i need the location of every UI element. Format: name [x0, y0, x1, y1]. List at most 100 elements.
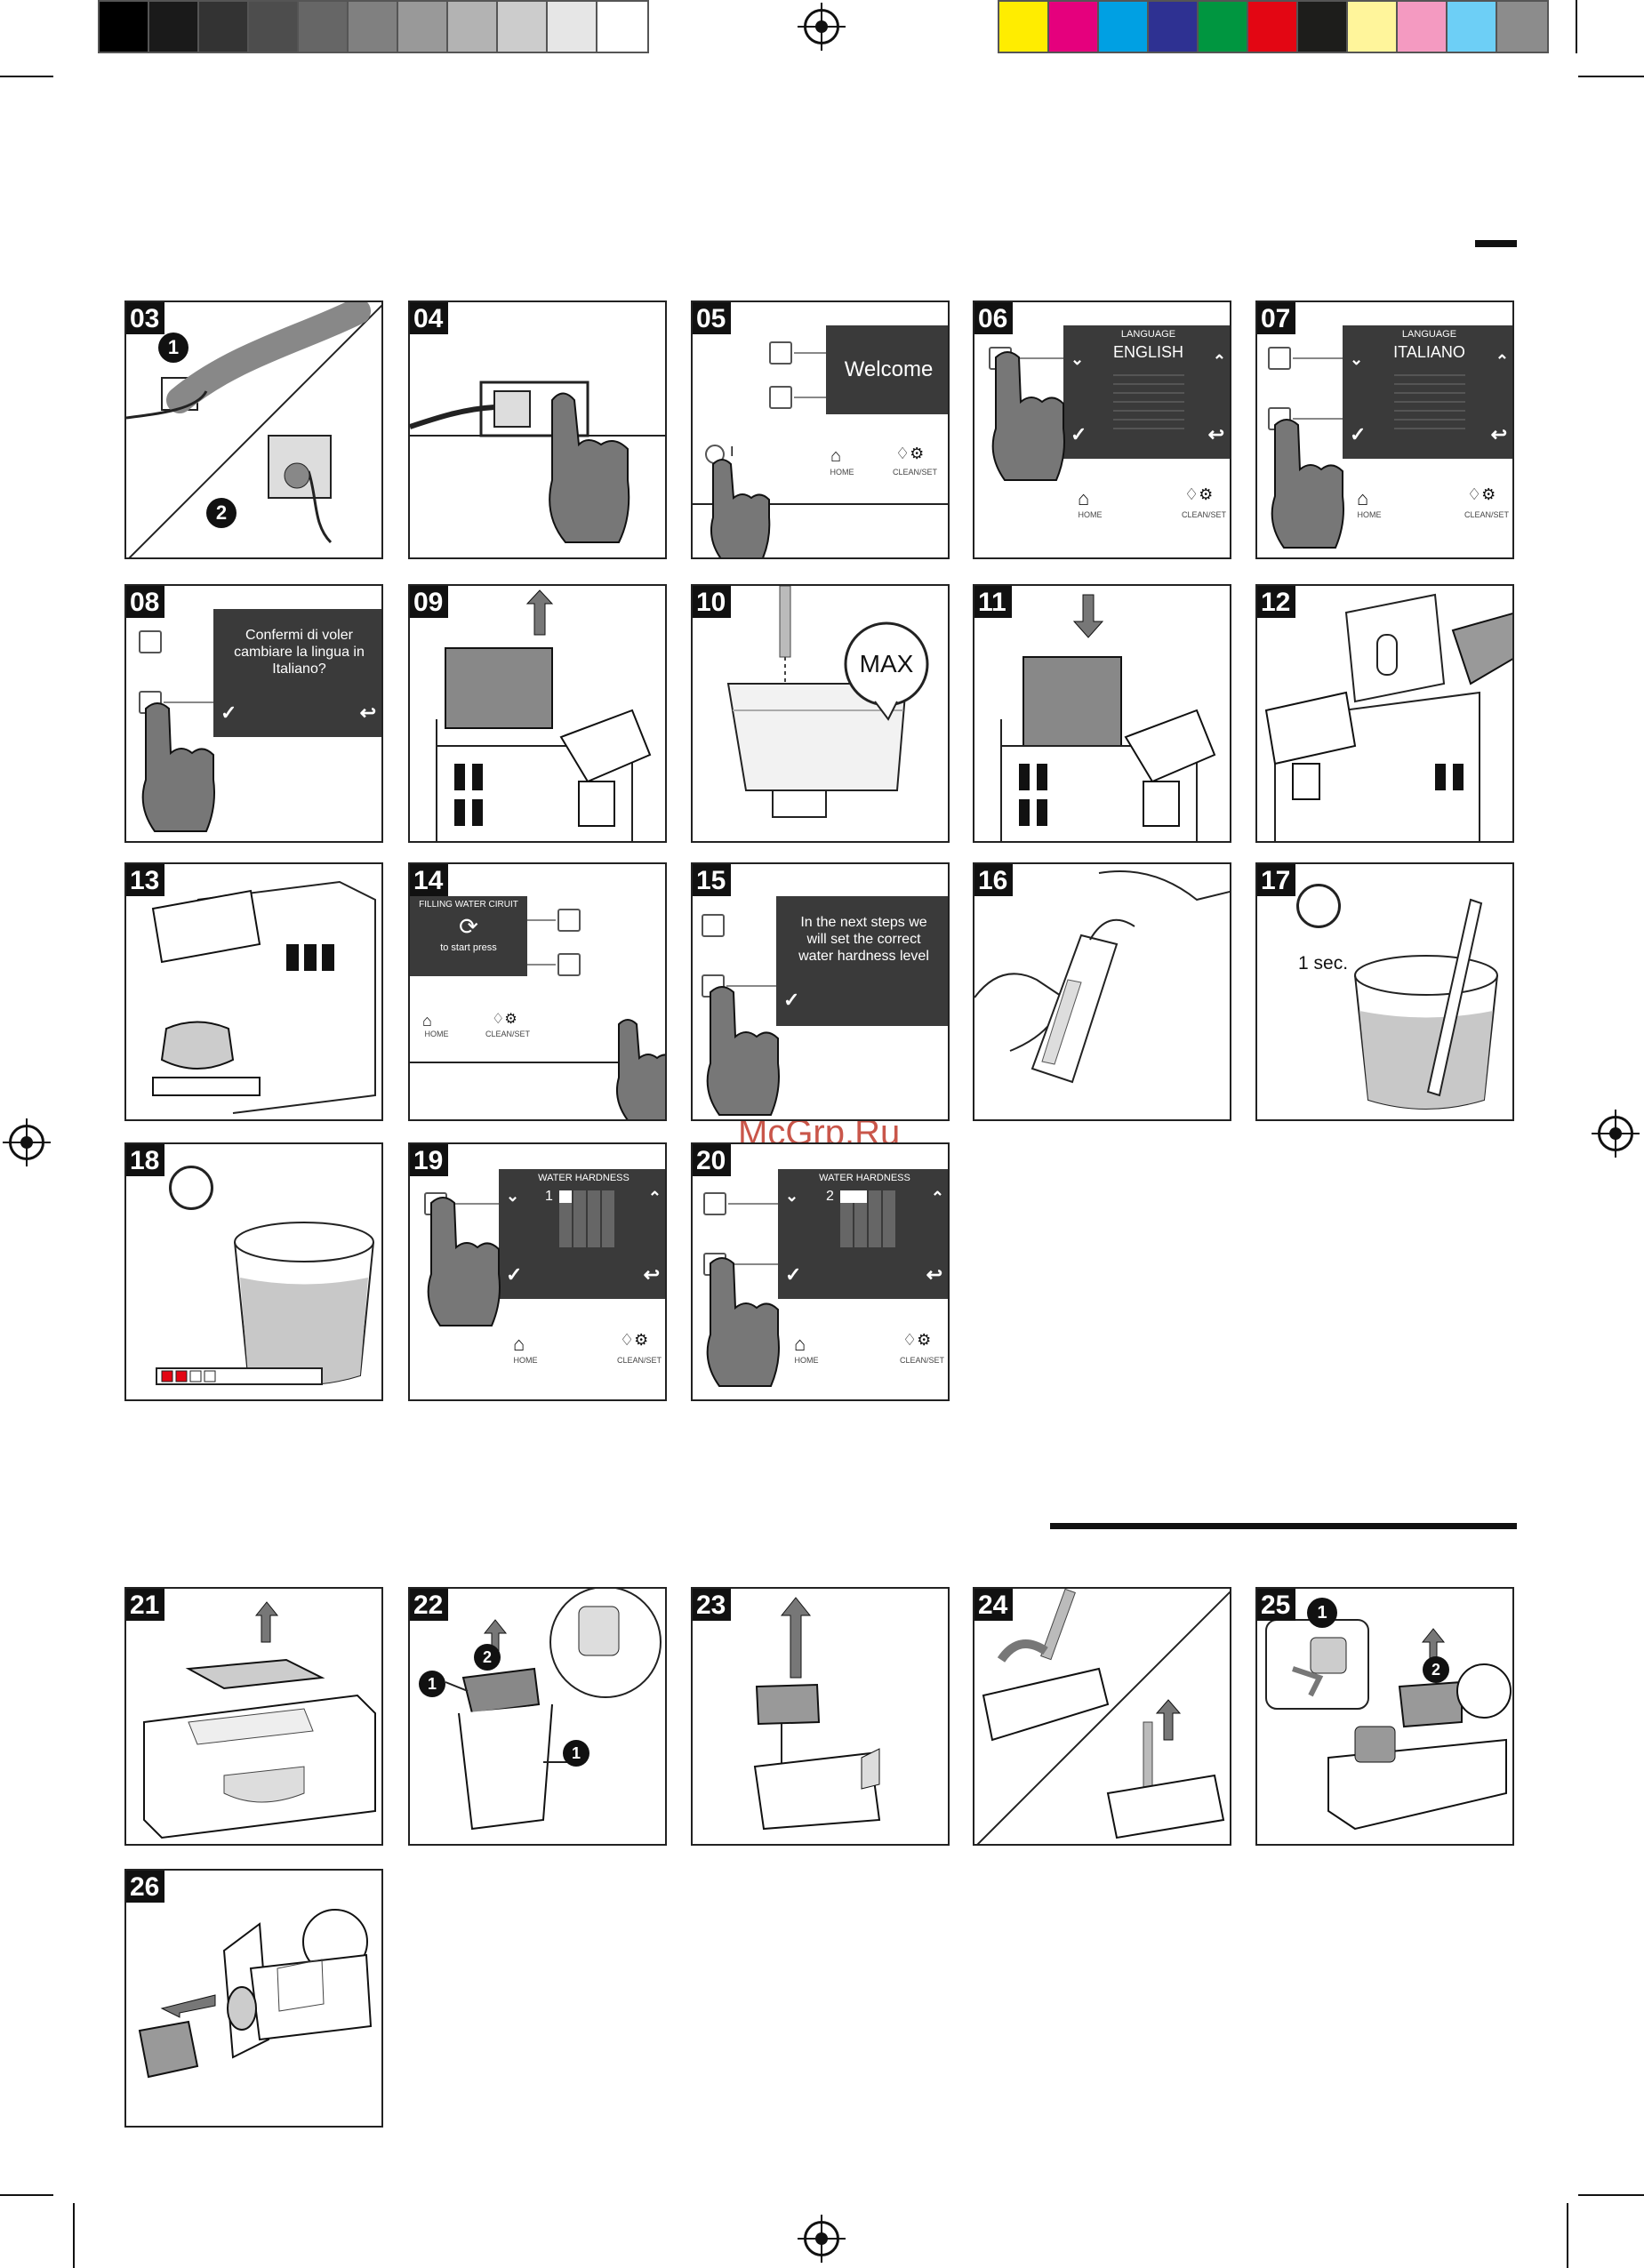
registration-mark-bottom [804, 2221, 839, 2256]
section-bar-middle [1050, 1523, 1517, 1529]
hardness-level: 1 [545, 1189, 553, 1204]
step-number: 19 [410, 1144, 449, 1176]
display-button-top[interactable] [139, 630, 162, 653]
button-connector [728, 1203, 778, 1205]
step-badge-1: 1 [1307, 1598, 1337, 1628]
step-10-panel: 10 MAX [691, 584, 950, 843]
step-18-panel: 18 [124, 1142, 383, 1401]
pressing-finger-icon [1271, 419, 1344, 549]
color-swatch [1348, 2, 1398, 52]
step-number: 15 [693, 864, 732, 896]
display-button-top[interactable] [769, 341, 792, 365]
button-connector [449, 1203, 499, 1205]
home-icon: ⌂ [1078, 487, 1090, 509]
filling-title: FILLING WATER CIRUIT [419, 900, 518, 910]
water-hardness-screen: WATER HARDNESS 1 ⌄ ⌃ ✓ ↩ [499, 1169, 665, 1299]
gray-swatch [448, 2, 498, 52]
plug-in-illustration [126, 302, 381, 557]
remove-water-tank-illustration [436, 589, 652, 841]
gray-swatch [100, 2, 149, 52]
button-connector [527, 919, 556, 921]
display-button-top[interactable] [702, 914, 725, 937]
step-number: 12 [1257, 586, 1296, 618]
gray-swatch [498, 2, 548, 52]
fill-water-tank-illustration [726, 586, 929, 818]
display-button-top[interactable] [557, 909, 581, 932]
down-chevron-icon: ⌄ [506, 1187, 520, 1205]
button-connector [794, 352, 826, 354]
step-20-panel: 20 WATER HARDNESS 2 ⌄ ⌃ ✓ ↩ ⌂ HOME ♢⚙ CL… [691, 1142, 950, 1401]
display-button-bottom[interactable] [769, 386, 792, 409]
display-button-top[interactable] [703, 1192, 726, 1215]
back-arrow-icon: ↩ [1490, 423, 1507, 445]
confirm-check-icon: ✓ [785, 1263, 802, 1286]
step-number: 08 [126, 586, 165, 618]
pressing-finger-icon [427, 1197, 501, 1326]
confirm-message: Confermi di voler cambiare la lingua in … [234, 628, 365, 677]
clean-set-label: CLEAN/SET [1464, 510, 1509, 519]
water-hardness-intro-screen: In the next steps we will set the correc… [776, 896, 948, 1026]
step-26-panel: 26 [124, 1869, 383, 2128]
remove-lid-illustration [143, 1601, 376, 1839]
language-screen: LANGUAGE ITALIANO ⌄ ⌃ ✓ ↩ [1343, 325, 1512, 459]
home-icon: ⌂ [422, 1012, 432, 1030]
pressing-finger-icon [710, 459, 771, 557]
home-label: HOME [424, 1030, 449, 1038]
home-label: HOME [794, 1356, 819, 1365]
confirm-check-icon: ✓ [783, 989, 800, 1011]
clean-set-icon: ♢⚙ [902, 1331, 932, 1349]
display-button-top[interactable] [1268, 347, 1291, 370]
home-icon: ⌂ [513, 1333, 525, 1355]
back-arrow-icon: ↩ [926, 1263, 942, 1286]
home-label: HOME [1078, 510, 1103, 519]
language-selected: ENGLISH [1112, 343, 1184, 361]
hardness-title: WATER HARDNESS [819, 1173, 910, 1183]
confirm-check-icon: ✓ [506, 1263, 523, 1286]
step-04-panel: 04 [408, 301, 667, 559]
power-label: I [730, 445, 734, 460]
welcome-text: Welcome [844, 357, 934, 381]
button-connector [1014, 357, 1063, 359]
clean-set-icon: ♢⚙ [492, 1012, 517, 1027]
back-arrow-icon: ↩ [359, 701, 376, 724]
down-chevron-icon: ⌄ [1350, 350, 1364, 368]
color-swatch [1099, 2, 1149, 52]
step-number: 18 [126, 1144, 165, 1176]
step-24-panel: 24 [973, 1587, 1231, 1846]
step-badge-2: 2 [474, 1644, 501, 1671]
display-button-bottom[interactable] [557, 953, 581, 976]
step-number: 04 [410, 302, 449, 334]
step-23-panel: 23 [691, 1587, 950, 1846]
button-connector [726, 985, 776, 987]
crop-mark [1576, 0, 1577, 53]
step-number: 24 [974, 1589, 1014, 1621]
language-list-faded [1393, 367, 1465, 429]
gray-swatch [349, 2, 398, 52]
step-number: 21 [126, 1589, 165, 1621]
clean-set-label: CLEAN/SET [899, 1356, 944, 1365]
step-number: 11 [974, 586, 1012, 618]
language-screen: LANGUAGE ENGLISH ⌄ ⌃ ✓ ↩ [1063, 325, 1230, 459]
time-label: 1 sec. [1298, 953, 1349, 974]
confirm-check-icon: ✓ [1350, 423, 1367, 445]
home-icon: ⌂ [830, 446, 842, 466]
color-swatch [1497, 2, 1547, 52]
home-icon: ⌂ [794, 1333, 806, 1355]
gray-swatch [597, 2, 647, 52]
step-12-panel: 12 [1255, 584, 1514, 843]
crop-mark [73, 2203, 75, 2268]
clean-set-icon: ♢⚙ [620, 1331, 649, 1349]
clean-set-label: CLEAN/SET [485, 1030, 530, 1038]
home-label: HOME [830, 468, 854, 477]
gray-swatch [548, 2, 597, 52]
step-09-panel: 09 [408, 584, 667, 843]
step-number: 17 [1257, 864, 1296, 896]
home-label: HOME [1357, 510, 1382, 519]
filling-subtitle: to start press [440, 942, 497, 953]
panel-divider [693, 503, 948, 505]
gray-swatch [398, 2, 448, 52]
button-connector [1293, 418, 1343, 420]
button-connector [728, 1263, 778, 1265]
clock-icon [1296, 884, 1341, 928]
hardness-title: WATER HARDNESS [538, 1173, 630, 1183]
